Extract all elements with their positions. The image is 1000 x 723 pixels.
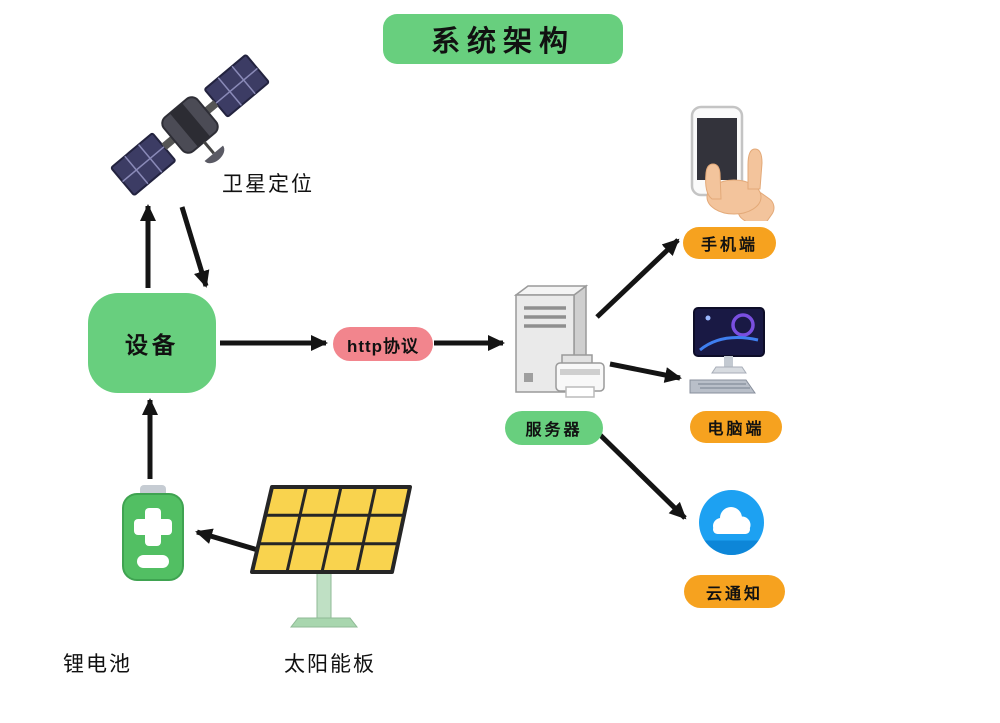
mobile-label: 手机端 (700, 237, 758, 254)
page-title-text: 系统架构 (430, 26, 575, 58)
solar-panel-label: 太阳能板 (284, 653, 376, 676)
server-label: 服务器 (525, 422, 583, 439)
http-protocol-label: http协议 (346, 336, 420, 356)
desktop-computer-icon (686, 306, 770, 402)
printer-icon (555, 354, 605, 398)
battery-icon (115, 483, 191, 583)
pc-pill: 电脑端 (690, 411, 782, 443)
mobile-pill: 手机端 (683, 227, 776, 259)
device-node: 设备 (88, 293, 216, 393)
arrow-satellite-to-device (179, 206, 210, 288)
device-label: 设备 (125, 332, 179, 358)
server-pill: 服务器 (505, 411, 603, 445)
page-title: 系统架构 (383, 14, 623, 64)
cloud-notify-label: 云通知 (705, 585, 763, 603)
cloud-notify-pill: 云通知 (684, 575, 785, 608)
battery-label: 锂电池 (63, 653, 132, 676)
satellite-icon (100, 50, 280, 200)
cloud-icon (698, 489, 765, 556)
arrow-server-to-cloud (590, 425, 687, 520)
satellite-label: 卫星定位 (222, 173, 314, 196)
server-tower-icon (500, 283, 612, 405)
http-protocol-pill: http协议 (333, 327, 433, 361)
solar-panel-icon (245, 478, 420, 628)
pc-label: 电脑端 (707, 421, 765, 438)
arrow-server-to-pc (609, 361, 682, 383)
hand-holding-phone-icon (678, 103, 778, 228)
